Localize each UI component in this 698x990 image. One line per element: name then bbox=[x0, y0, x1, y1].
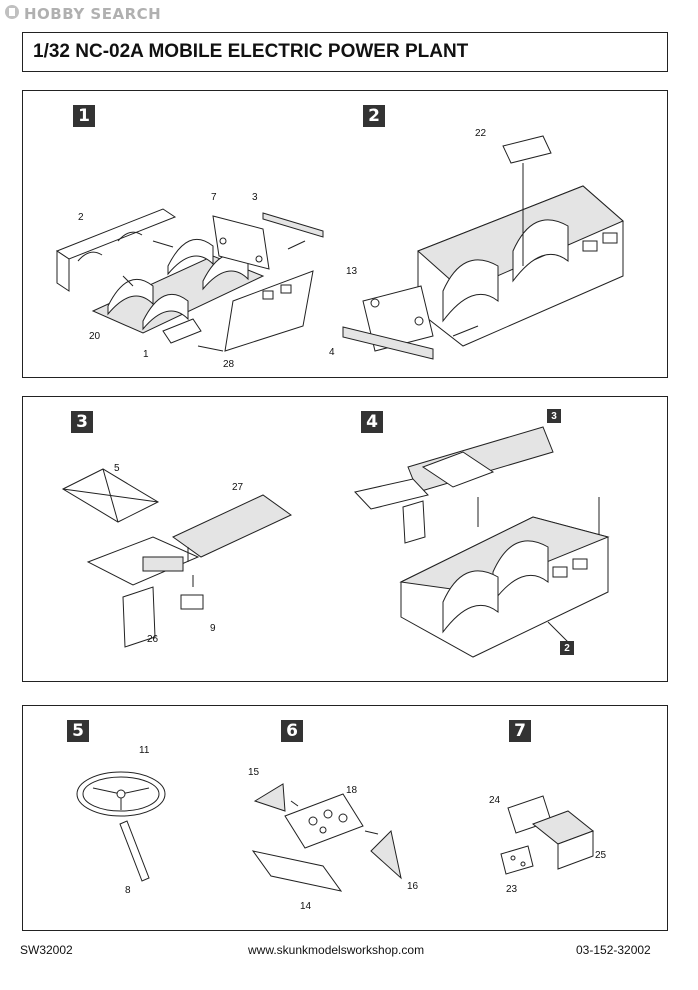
part-label: 22 bbox=[475, 128, 487, 139]
watermark-text: HOBBY SEARCH bbox=[24, 5, 162, 23]
hobby-search-watermark: HOBBY SEARCH bbox=[4, 4, 161, 24]
part-label: 24 bbox=[489, 795, 501, 806]
part-label: 7 bbox=[211, 192, 217, 203]
step-5-badge: 5 bbox=[67, 720, 89, 742]
part-label: 28 bbox=[223, 359, 235, 370]
step-7-badge: 7 bbox=[509, 720, 531, 742]
steps-3-4-drawing bbox=[61, 426, 610, 658]
step-4-badge: 4 bbox=[361, 411, 383, 433]
part-label: 20 bbox=[89, 331, 101, 342]
part-label: 9 bbox=[210, 623, 216, 634]
step-2-badge: 2 bbox=[363, 105, 385, 127]
ref-step-3-badge: 3 bbox=[547, 409, 561, 423]
part-label: 27 bbox=[232, 482, 244, 493]
part-label: 16 bbox=[407, 881, 419, 892]
part-label: 23 bbox=[506, 884, 518, 895]
steps-5-6-7-drawing bbox=[76, 771, 595, 892]
footer-website: www.skunkmodelsworkshop.com bbox=[248, 943, 425, 957]
part-label: 4 bbox=[329, 347, 335, 358]
step-1-badge: 1 bbox=[73, 105, 95, 127]
part-label: 11 bbox=[139, 745, 150, 756]
part-label: 15 bbox=[248, 767, 260, 778]
part-label: 1 bbox=[143, 349, 149, 360]
footer-code: SW32002 bbox=[20, 943, 73, 957]
steps-1-2-drawing bbox=[55, 135, 624, 360]
ref-step-2-badge: 2 bbox=[560, 641, 574, 655]
part-label: 18 bbox=[346, 785, 358, 796]
part-label: 25 bbox=[595, 850, 607, 861]
part-label: 5 bbox=[114, 463, 120, 474]
part-label: 26 bbox=[147, 634, 159, 645]
panel-steps-1-2: 1 2 2 7 3 20 1 28 22 13 4 bbox=[22, 90, 668, 378]
step-6-badge: 6 bbox=[281, 720, 303, 742]
footer-catalog: 03-152-32002 bbox=[576, 943, 651, 957]
part-label: 2 bbox=[78, 212, 84, 223]
panel-steps-5-6-7: 5 6 7 11 8 15 18 16 14 24 25 23 bbox=[22, 705, 668, 931]
part-label: 3 bbox=[252, 192, 258, 203]
step-3-badge: 3 bbox=[71, 411, 93, 433]
part-label: 13 bbox=[346, 266, 358, 277]
panel-steps-3-4: 3 4 3 2 5 27 26 9 bbox=[22, 396, 668, 682]
part-label: 14 bbox=[300, 901, 312, 912]
part-label: 8 bbox=[125, 885, 131, 896]
watermark-logo-icon bbox=[4, 4, 20, 24]
page-title: 1/32 NC-02A MOBILE ELECTRIC POWER PLANT bbox=[22, 32, 668, 72]
